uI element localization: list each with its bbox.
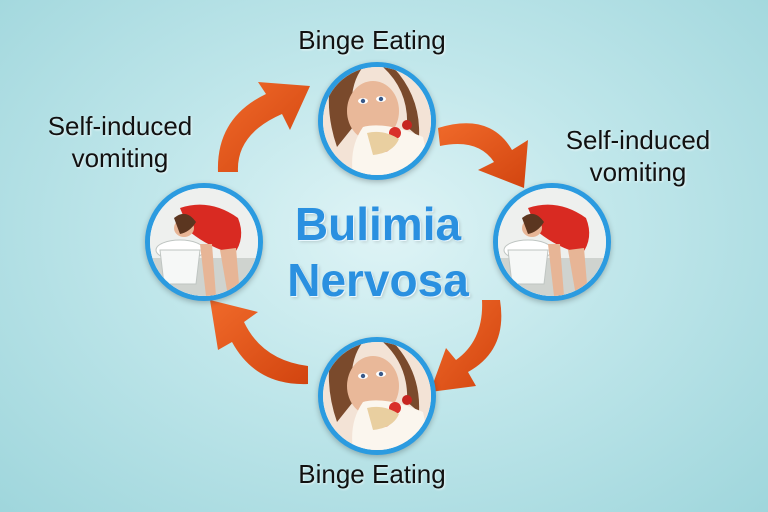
node-self-induced-vomiting-left [145,183,263,301]
node-binge-eating-bottom [318,337,436,455]
label-line-2: vomiting [71,143,169,173]
arrow-top-to-right [438,123,528,188]
node-self-induced-vomiting-right [493,183,611,301]
woman-leaning-over-toilet-image [150,188,258,296]
woman-eating-cake-image [323,342,431,450]
center-title: Bulimia Nervosa [258,196,498,308]
arrow-bottom-to-left [210,300,308,385]
label-self-induced-vomiting-right: Self-induced vomiting [538,124,738,188]
label-self-induced-vomiting-left: Self-induced vomiting [20,110,220,174]
label-line-1: Self-induced [565,125,711,155]
node-binge-eating-top [318,62,436,180]
label-binge-eating-top: Binge Eating [298,25,446,55]
arrow-right-to-bottom [430,300,502,392]
center-title-line-1: Bulimia [294,198,462,250]
woman-leaning-over-toilet-image [498,188,606,296]
woman-eating-cake-image [323,67,431,175]
arrow-left-to-top [217,82,310,172]
center-title-line-2: Nervosa [287,254,469,306]
label-line-1: Self-induced [47,111,193,141]
label-binge-eating-bottom: Binge Eating [298,459,446,489]
label-line-2: vomiting [589,157,687,187]
